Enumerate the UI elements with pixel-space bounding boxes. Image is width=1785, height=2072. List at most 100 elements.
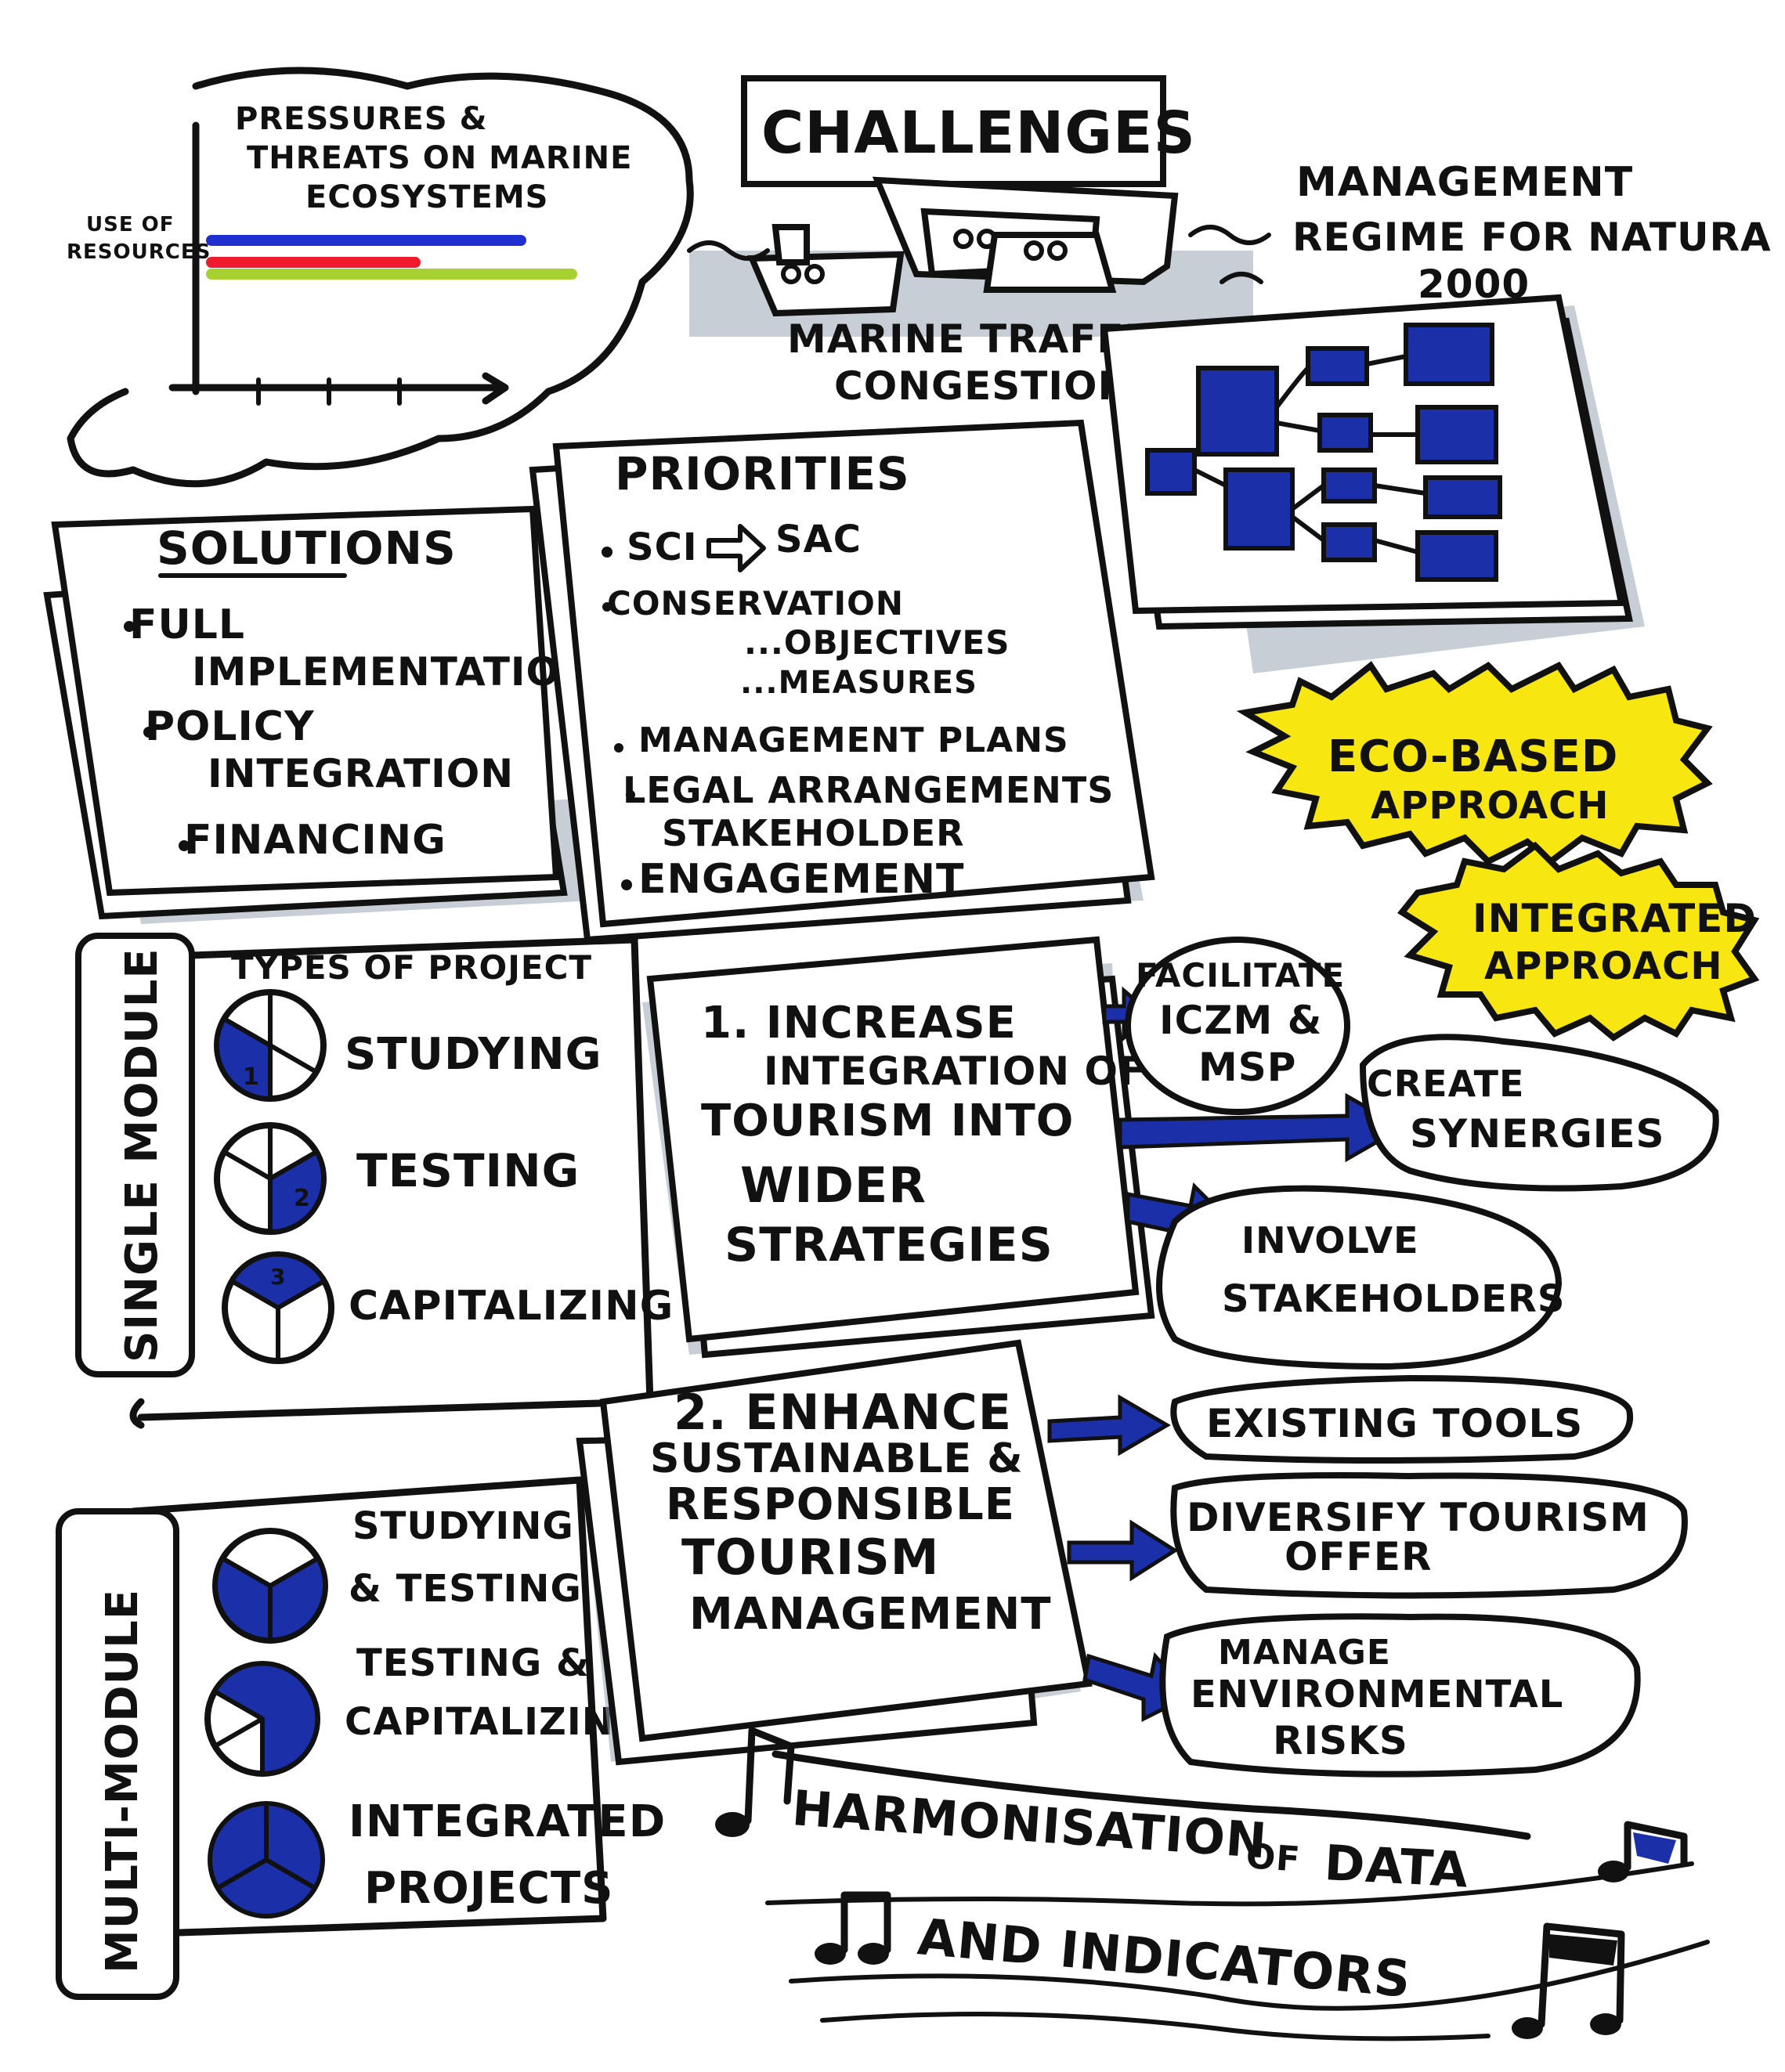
integrated-pie-icon [208,1801,325,1919]
multi-type-2-line-1: TESTING & [356,1641,590,1685]
music-note-icon [1598,1821,1688,1882]
music-note-icon [715,1727,795,1837]
challenges-section: CHALLENGES MARINE TRAFFIC CONGESTION [687,75,1271,409]
harmonisation-line-2: AND INDICATORS [916,1908,1414,2009]
objective2-line-3: RESPONSIBLE [666,1479,1015,1530]
solutions-item-5: FINANCING [184,817,446,864]
priorities-bullet [614,743,623,753]
banner-stave-1 [771,1750,1531,1840]
ship-icon [747,176,1179,317]
capitalizing-pie-icon: 3 [222,1251,334,1364]
pie-number-1: 1 [243,1063,260,1091]
priorities-item-2: CONSERVATION [607,584,904,623]
stakeholders-bubble [1156,1185,1563,1370]
studying-testing-pie-icon [212,1528,328,1644]
axis-label-2: RESOURCES [67,240,211,264]
pie-number-3: 3 [270,1264,286,1290]
priorities-item-sac: SAC [775,518,862,561]
diversify-line-1: DIVERSIFY TOURISM [1187,1495,1649,1540]
objective2-sheet [599,1339,1093,1742]
objective2-line-4: TOURISM [681,1529,940,1586]
priorities-title: PRIORITIES [615,447,910,500]
banner-stave-3 [789,1940,1710,2011]
risks-line-1: MANAGE [1218,1633,1391,1673]
objective1-sheet [646,936,1140,1343]
studying-pie-icon: 1 [214,989,327,1102]
integrated-burst-shape [1397,841,1760,1041]
cloud-outline [67,67,694,488]
synergies-line-2: SYNERGIES [1410,1111,1665,1157]
objective-2-section: 2. ENHANCE SUSTAINABLE & RESPONSIBLE TOU… [576,1339,1688,1778]
objective1-line-2: INTEGRATION OF [764,1049,1146,1094]
pressures-title-1: PRESSURES & [235,101,487,137]
type-capitalizing: CAPITALIZING [349,1283,674,1330]
objective1-line-3: TOURISM INTO [701,1096,1074,1146]
facilitate-line-1: FACILITATE [1136,956,1345,994]
x-axis-arrow [168,372,509,405]
diversify-line-2: OFFER [1285,1534,1432,1579]
priorities-item-8: ENGAGEMENT [638,856,964,903]
integrated-line-1: INTEGRATED [1472,896,1757,941]
pressures-cloud: PRESSURES & THREATS ON MARINE ECOSYSTEMS… [67,67,694,488]
pressures-title-3: ECOSYSTEMS [305,179,549,215]
management-line-2: REGIME FOR NATURA [1292,215,1772,260]
integrated-line-2: APPROACH [1484,944,1723,988]
objective1-line-1: 1. INCREASE [701,998,1017,1049]
eco-line-2: APPROACH [1371,784,1610,828]
solutions-sheet [51,505,560,897]
management-line-1: MANAGEMENT [1296,159,1633,206]
existing-tools-line: EXISTING TOOLS [1206,1401,1583,1446]
stakeholders-line-2: STAKEHOLDERS [1222,1277,1565,1321]
objective-1-section: 1. INCREASE INTEGRATION OF TOURISM INTO … [642,936,1719,1370]
testing-capitalizing-pie-icon [204,1661,320,1777]
risks-line-3: RISKS [1273,1718,1408,1763]
facilitate-line-2: ICZM & [1159,998,1322,1043]
arrow-right-icon [706,524,766,572]
diversify-bubble [1170,1472,1688,1599]
objective1-line-5: STRATEGIES [724,1218,1053,1272]
harmonisation-line-1: HARMONISATION [790,1779,1269,1869]
multi-type-3-line-1: INTEGRATED [349,1796,666,1847]
multi-module-section: MULTI-MODULE STUDYING & TESTING TESTING … [56,1476,666,2000]
multi-type-1-line-2: & TESTING [349,1567,582,1611]
eco-line-1: ECO-BASED [1328,731,1618,782]
integrated-approach-burst: INTEGRATED APPROACH [1397,841,1760,1041]
wave-lines [687,225,1271,284]
priorities-section: PRIORITIES SCI SAC CONSERVATION ...OBJEC… [529,419,1155,944]
facilitate-bubble [1125,937,1350,1115]
priorities-item-4: ...MEASURES [740,665,977,701]
synergies-line-1: CREATE [1367,1063,1524,1105]
priorities-item-5: MANAGEMENT PLANS [638,720,1069,760]
banner-stave-4 [820,2012,1491,2041]
stakeholders-line-1: INVOLVE [1241,1219,1419,1262]
solutions-item-3: POLICY [145,703,315,750]
type-studying: STUDYING [345,1029,602,1080]
arrow-to-diversify-icon [1067,1519,1179,1582]
multi-type-3-line-2: PROJECTS [364,1863,614,1914]
solutions-bullet-1 [124,621,135,632]
priorities-item-7: STAKEHOLDER [662,812,965,854]
multi-module-label: MULTI-MODULE [97,1589,148,1973]
music-note-icon [1512,1922,1625,2039]
priorities-bullet [602,602,612,612]
traffic-line-2: CONGESTION [834,363,1131,409]
harmonisation-data: DATA [1323,1834,1470,1899]
single-module-label: SINGLE MODULE [117,948,168,1363]
org-chart-diagram [1145,323,1502,582]
objective2-line-1: 2. ENHANCE [674,1384,1012,1441]
multi-module-bracket [129,1476,607,1938]
arrow-to-synergies-icon [1118,1092,1407,1163]
priorities-sheet [552,419,1155,928]
banner-stave-2 [765,1861,1694,1907]
challenges-box [741,75,1166,187]
synergies-bubble [1359,1034,1719,1192]
objective2-line-2: SUSTAINABLE & [650,1435,1024,1482]
risks-line-2: ENVIRONMENTAL [1191,1673,1563,1716]
solutions-bullet-3 [179,840,190,851]
harmonisation-banner: HARMONISATION OF DATA AND INDICATORS [715,1727,1710,2041]
solutions-title: SOLUTIONS [157,522,457,575]
priorities-bullet [626,790,635,800]
type-testing: TESTING [356,1144,580,1197]
risks-bubble [1159,1613,1641,1778]
